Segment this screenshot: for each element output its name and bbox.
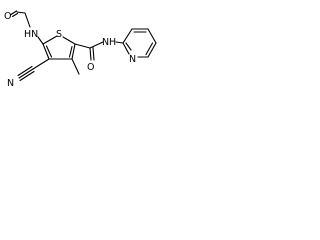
bond-formyl-c-o-double — [11, 12, 19, 18]
bond-formyl-c-n — [24, 12, 31, 28]
bond-carbonyl-o-double — [92, 46, 95, 61]
bond-nitrile-triple-c — [19, 70, 35, 82]
bond-py-n-c2-inner — [125, 42, 132, 51]
atom-label-aldehyde-o: O — [4, 11, 11, 22]
atom-label-carboxamide-n: N — [102, 37, 109, 48]
atom-label-carbonyl-o: O — [87, 62, 94, 73]
bond-c5-s — [42, 35, 58, 45]
bond-nitrile-triple-b — [17, 65, 33, 77]
bond-c4-c5-inner — [45, 45, 53, 58]
bond-py-c5-c6 — [147, 42, 157, 58]
bond-c3-methyl — [71, 58, 80, 75]
bond-formyl-c-h — [16, 11, 26, 14]
atom-label-nitrile-n: N — [7, 78, 14, 89]
bond-py-c4-c5 — [147, 28, 157, 44]
bond-nh-pyridine — [115, 41, 124, 44]
bond-py-c5-c6-inner — [145, 42, 154, 56]
atom-label-amide-nh: HN — [24, 29, 38, 40]
atom-label-ring-s: S — [56, 29, 62, 40]
bond-py-n-c2 — [122, 42, 130, 55]
bond-c4-cn — [32, 58, 50, 70]
chemical-structure-diagram: O HN S N O N H N — [4, 10, 157, 89]
atom-label-pyridine-n: N — [129, 54, 136, 65]
bond-carbonyl-n — [89, 41, 104, 49]
bond-s-c2 — [62, 36, 76, 45]
bond-c2-carbonyl — [74, 43, 91, 49]
bond-c2-c3 — [71, 43, 76, 60]
bond-c4-c5 — [42, 43, 50, 60]
bond-carbonyl-o — [89, 47, 92, 61]
bond-nitrile-triple-a — [18, 68, 34, 79]
bond-c2-c3-inner — [68, 45, 73, 58]
bond-nh-c5 — [37, 36, 44, 45]
bond-py-c2-c3 — [122, 28, 133, 44]
bond-formyl-c-o — [10, 10, 18, 16]
atom-label-carboxamide-h: H — [109, 37, 116, 48]
